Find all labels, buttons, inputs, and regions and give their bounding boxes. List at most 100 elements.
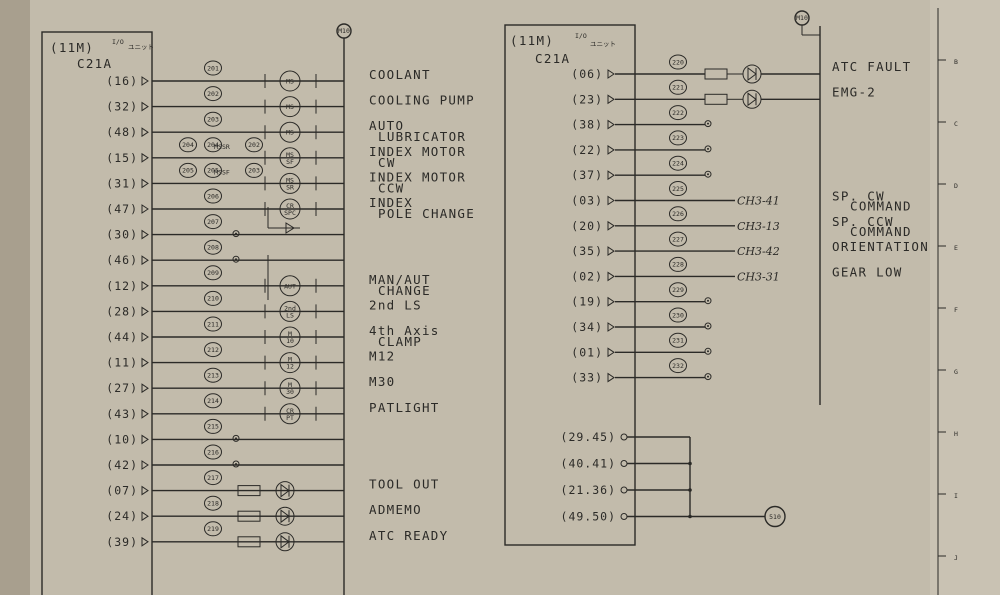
right-row: (38)222 — [571, 105, 712, 132]
right-pin-label: (19) — [571, 295, 603, 309]
pin-arrow — [141, 357, 149, 368]
margin-letter: D — [954, 182, 958, 190]
diode-triangle — [747, 92, 757, 107]
left-wire-number: 210 — [207, 295, 219, 303]
left-wire-number-second: 202 — [248, 141, 260, 149]
left-pin-label: (15) — [106, 151, 138, 165]
left-wire-number-circle — [204, 367, 222, 383]
left-block-title: (11M) — [50, 40, 94, 55]
relay-coil-label: MS — [286, 176, 294, 184]
common-pin-label: (49.50) — [561, 510, 616, 524]
left-wire-number-circle — [204, 239, 222, 255]
left-wire-number: 214 — [207, 397, 219, 405]
right-wire-number-circle — [669, 256, 687, 272]
right-block-io: I/O — [575, 32, 587, 40]
spc-diode — [267, 207, 300, 234]
left-wire-number-circle — [204, 495, 222, 511]
left-wire-number: 208 — [207, 244, 219, 252]
left-pin-label: (46) — [106, 253, 138, 267]
left-block-connector: C21A — [77, 56, 112, 71]
left-wire-number-circle — [204, 265, 222, 281]
pin-arrow — [141, 280, 149, 291]
left-function-label: INDEX — [369, 195, 413, 210]
left-function-label: TOOL OUT — [369, 477, 440, 492]
common-row: (21.36) — [561, 483, 692, 497]
left-pin-label: (30) — [106, 228, 138, 242]
margin-letter: H — [954, 430, 958, 438]
right-wire-number: 222 — [672, 109, 684, 117]
right-function-label: SP. CCW — [832, 214, 894, 229]
terminal-dot — [704, 297, 712, 305]
relay-coil-sub: PT — [286, 414, 294, 422]
left-wire-number: 217 — [207, 474, 219, 482]
pin-arrow — [141, 76, 149, 86]
terminal-center — [707, 375, 709, 378]
left-wire-number-circle — [204, 111, 222, 127]
left-pin-label: (43) — [106, 407, 138, 421]
common-tag: 510 — [769, 513, 781, 521]
right-row: (01)231 — [571, 332, 712, 359]
left-wire-number-circle — [204, 290, 222, 306]
diode-triangle — [280, 483, 290, 498]
right-wire-number-circle — [669, 155, 687, 171]
relay-coil-circle — [279, 121, 301, 143]
pin-arrow — [141, 434, 149, 445]
left-bus-tag-circle — [336, 23, 352, 39]
pin-arrow — [607, 144, 615, 155]
diode-triangle — [280, 509, 290, 524]
right-wire-number-circle — [669, 332, 687, 348]
left-pin-label: (42) — [106, 458, 138, 472]
relay-coil-sub: SF — [286, 158, 294, 166]
left-wire-number: 215 — [207, 423, 219, 431]
pin-arrow — [607, 69, 615, 79]
left-function-label: M30 — [369, 374, 395, 389]
left-interlock-contact: MSSF — [214, 168, 230, 176]
relay-coil-label: MS — [286, 78, 294, 86]
pin-arrow — [141, 178, 149, 189]
terminal-center — [707, 122, 709, 125]
pin-arrow — [141, 460, 149, 470]
right-row: (22)223 — [571, 130, 712, 157]
relay-coil-label: M — [288, 356, 292, 364]
diode-triangle — [285, 222, 295, 234]
right-wire-number-circle — [669, 105, 687, 121]
pin-arrow — [141, 101, 149, 112]
right-pin-label: (01) — [571, 345, 603, 359]
right-pin-label: (23) — [571, 92, 603, 106]
cross-reference: CH3-41 — [737, 195, 780, 208]
left-row: (46) 208 — [106, 239, 344, 267]
pin-arrow — [607, 322, 615, 332]
left-wire-number-circle — [204, 470, 222, 486]
terminal-dot — [232, 434, 240, 442]
right-pin-label: (06) — [571, 67, 603, 81]
right-function-label: ATC FAULT — [832, 59, 911, 74]
pin-arrow — [141, 229, 149, 240]
relay-coil-label: MS — [286, 103, 294, 111]
pin-arrow — [607, 119, 615, 130]
cross-reference: CH3-42 — [737, 245, 780, 258]
left-row: (30)207 — [106, 214, 344, 242]
left-wire-number: 209 — [207, 269, 219, 277]
right-function-label: EMG-2 — [832, 84, 876, 99]
left-wire-number: 216 — [207, 448, 219, 456]
right-pin-label: (34) — [571, 320, 603, 334]
left-function-label: ADMEMO — [369, 502, 422, 517]
pin-arrow — [141, 152, 149, 163]
left-wire-number-circle — [204, 188, 222, 204]
terminal-center — [235, 232, 237, 235]
left-function-label-2: CW — [378, 155, 396, 170]
right-wire-number: 225 — [672, 185, 684, 193]
right-wire-number: 229 — [672, 286, 684, 294]
left-function-label: ATC READY — [369, 528, 448, 543]
left-wire-number-circle — [204, 418, 222, 434]
